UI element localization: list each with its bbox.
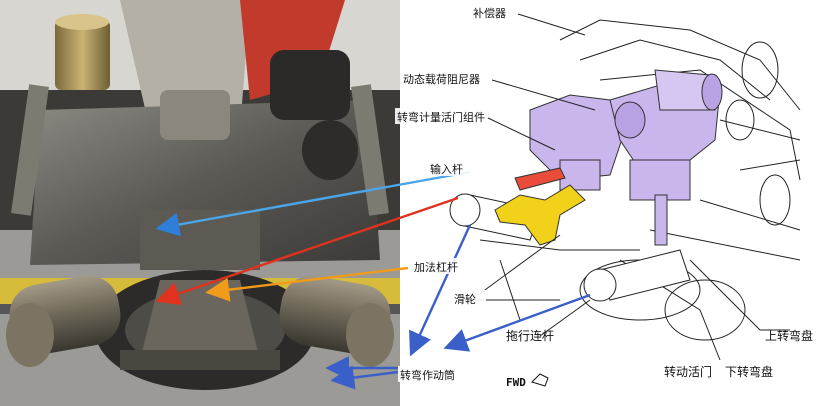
label-tow-link: 拖行连杆 [506,328,554,343]
label-lower-turntable: 下转弯盘 [725,364,773,379]
input-rod-arrow [155,170,471,237]
label-metering-valve: 转弯计量活门组件 [397,110,485,124]
left-actuator [6,275,121,367]
actuator-arrow-2 [443,293,591,352]
actuator-arrow-4 [330,365,399,390]
summing-lever-yellow [494,167,586,246]
label-input-rod: 输入杆 [430,162,463,176]
summing-lever-arrow [205,266,409,302]
label-pulley: 滑轮 [454,292,476,306]
label-summing-lever: 加法杠杆 [414,260,458,274]
fwd-arrow-icon [531,373,549,387]
label-compensator: 补偿器 [473,6,506,20]
metering-valve-assembly [529,69,723,246]
steering-line-drawing [449,19,801,361]
right-actuator [279,275,394,367]
landing-gear-photo [0,0,400,406]
label-fwd: FWD [506,376,526,389]
label-upper-turntable: 上转弯盘 [765,328,813,343]
callout-arrows [155,170,591,390]
label-steering-actuator: 转弯作动筒 [400,368,455,382]
lower-cylinder [583,249,691,302]
labels: 补偿器 动态载荷阻尼器 转弯计量活门组件 输入杆 加法杠杆 滑轮 拖行连杆 上转… [395,4,813,389]
label-dynamic-damper: 动态载荷阻尼器 [403,73,480,86]
leader-lines [477,13,596,337]
actuator-arrow-1 [409,224,472,357]
label-rotary-valve: 转动活门 [664,364,712,379]
